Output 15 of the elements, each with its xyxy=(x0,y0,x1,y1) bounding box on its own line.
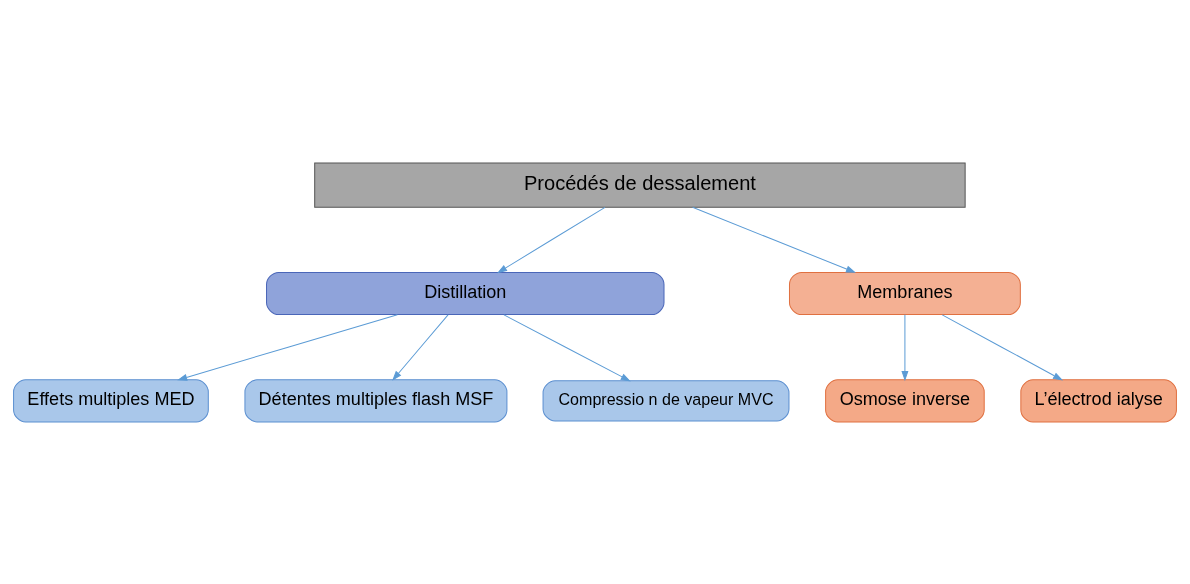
node-box: Osmose inverse xyxy=(825,378,985,422)
arrow xyxy=(692,206,856,273)
arrow xyxy=(178,313,398,381)
arrow xyxy=(497,206,606,273)
arrow xyxy=(503,313,630,381)
node-box: Détentes multiples flash MSF xyxy=(244,378,508,422)
node-box: Procédés de dessalement xyxy=(314,162,966,208)
node-box: Distillation xyxy=(266,271,665,315)
node-box: Effets multiples MED xyxy=(13,378,209,422)
arrow xyxy=(901,313,909,380)
node-box: Compressio n de vapeur MVC xyxy=(542,379,790,421)
node-box: Membranes xyxy=(789,271,1021,315)
arrow xyxy=(941,313,1063,380)
arrow xyxy=(392,313,449,380)
node-box: L’électrod ialyse xyxy=(1020,378,1177,422)
